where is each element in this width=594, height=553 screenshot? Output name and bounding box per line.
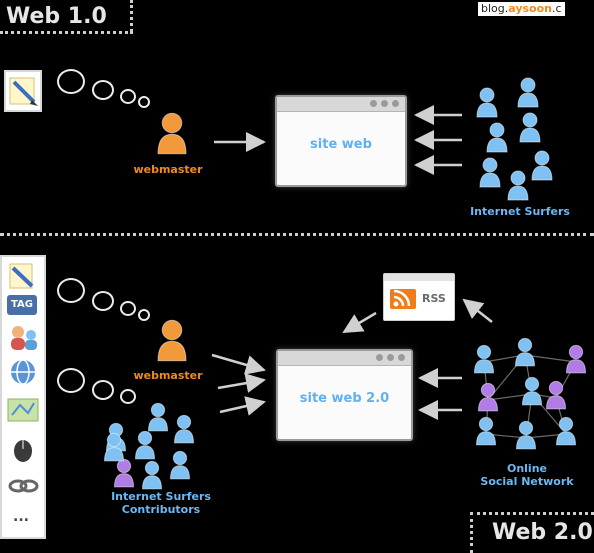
web2-webmaster-to-site-arrow — [217, 373, 266, 393]
credit-accent: aysoon — [508, 2, 552, 15]
window-controls — [376, 354, 405, 361]
window-controls — [370, 100, 399, 107]
web1-surfer-figure — [531, 150, 553, 181]
web1-surfer-figure — [486, 122, 508, 153]
social-network-figure — [515, 420, 537, 450]
thought-bubble-tiny — [138, 96, 150, 108]
contributor-figure — [169, 450, 191, 480]
social-network-label-line1: Online — [506, 462, 547, 475]
window-titlebar — [277, 97, 405, 112]
social-network-figure — [473, 344, 495, 374]
web2-thought-bubble-small — [120, 301, 136, 316]
contributor-thought-bubble-medium — [92, 380, 114, 400]
web2-title: Web 2.0 — [492, 520, 593, 545]
chain-icon — [8, 479, 39, 493]
social-network-figure — [475, 416, 497, 446]
globe-icon — [11, 359, 35, 385]
blog-credit: blog.aysoon.c — [478, 2, 565, 16]
web1-surfer-figure — [507, 170, 529, 201]
social-network-figure — [555, 416, 577, 446]
web1-surfer-figure — [476, 87, 498, 118]
web2-thought-bubble-large — [57, 278, 85, 303]
web2-webmaster-figure — [157, 319, 187, 362]
social-network-figure — [514, 337, 536, 367]
thought-bubble-large — [57, 69, 85, 94]
web2-webmaster-label: webmaster — [133, 369, 203, 382]
thought-bubble-medium — [92, 80, 114, 100]
web1-label-frame-bottom — [0, 31, 133, 34]
credit-prefix: blog. — [481, 2, 509, 15]
credit-suffix: .c — [552, 2, 562, 15]
web2-tool-icons: TAG ... — [0, 255, 46, 539]
social-network-label-line2: Social Network — [480, 475, 574, 488]
contributor-thought-bubble-large — [57, 368, 85, 393]
social-network-figure — [477, 382, 499, 412]
rss-feed-card: RSS — [383, 273, 455, 321]
rss-card-titlebar — [384, 274, 454, 281]
rss-label: RSS — [422, 292, 446, 305]
web1-site-window: site web — [275, 95, 407, 187]
contributors-label-line2: Contributors — [121, 503, 201, 516]
contributor-figure — [141, 460, 163, 490]
rss-waves-icon — [393, 289, 411, 307]
web1-pen-icon-box — [4, 70, 42, 112]
tag-label: TAG — [11, 299, 33, 310]
network-link — [524, 354, 577, 363]
social-network-figure — [565, 344, 587, 374]
web1-title: Web 1.0 — [6, 4, 107, 29]
people-icon — [11, 326, 37, 350]
web2-label-frame-left — [470, 512, 473, 553]
contributor-thought-bubble-small — [120, 389, 136, 404]
web1-surfer-figure — [519, 112, 541, 143]
map-icon — [7, 398, 39, 422]
contributor-figure — [147, 402, 169, 432]
tag-icon: TAG — [7, 295, 37, 315]
contributor-figure — [103, 432, 125, 462]
contributor-figure — [134, 430, 156, 460]
contributors-label: Internet Surfers Contributors — [86, 490, 236, 516]
pen-icon — [9, 263, 34, 289]
web1-webmaster-label: webmaster — [133, 163, 203, 176]
web2-webmaster-to-site-arrow — [211, 353, 266, 375]
section-divider — [0, 233, 594, 236]
web2-label-frame-top — [470, 512, 594, 515]
contributor-figure — [173, 414, 195, 444]
social-network-figure — [545, 380, 567, 410]
network-to-rss-arrow — [462, 298, 493, 323]
web1-webmaster-figure — [157, 112, 187, 155]
web2-thought-bubble-tiny — [138, 309, 150, 321]
social-network-label: Online Social Network — [462, 462, 592, 488]
window-titlebar — [278, 351, 411, 366]
mouse-icon — [14, 440, 32, 462]
contributors-label-line1: Internet Surfers — [111, 490, 211, 503]
web2-site-window: site web 2.0 — [276, 349, 413, 441]
web2-contributor-arrow — [219, 396, 266, 416]
web2-site-label: site web 2.0 — [299, 391, 390, 406]
contributor-figure — [113, 458, 135, 488]
social-network-figure — [521, 376, 543, 406]
web2-thought-bubble-medium — [92, 291, 114, 311]
web1-label-frame-right — [130, 0, 133, 32]
rss-to-site-arrow — [342, 311, 377, 334]
more-tools-label: ... — [13, 509, 29, 525]
rss-icon — [390, 289, 416, 309]
web1-surfer-figure — [479, 157, 501, 188]
web1-surfers-label: Internet Surfers — [470, 205, 570, 218]
thought-bubble-small — [120, 89, 136, 104]
pen-icon — [9, 77, 38, 106]
web1-surfer-figure — [517, 77, 539, 108]
web1-site-label: site web — [310, 137, 372, 152]
